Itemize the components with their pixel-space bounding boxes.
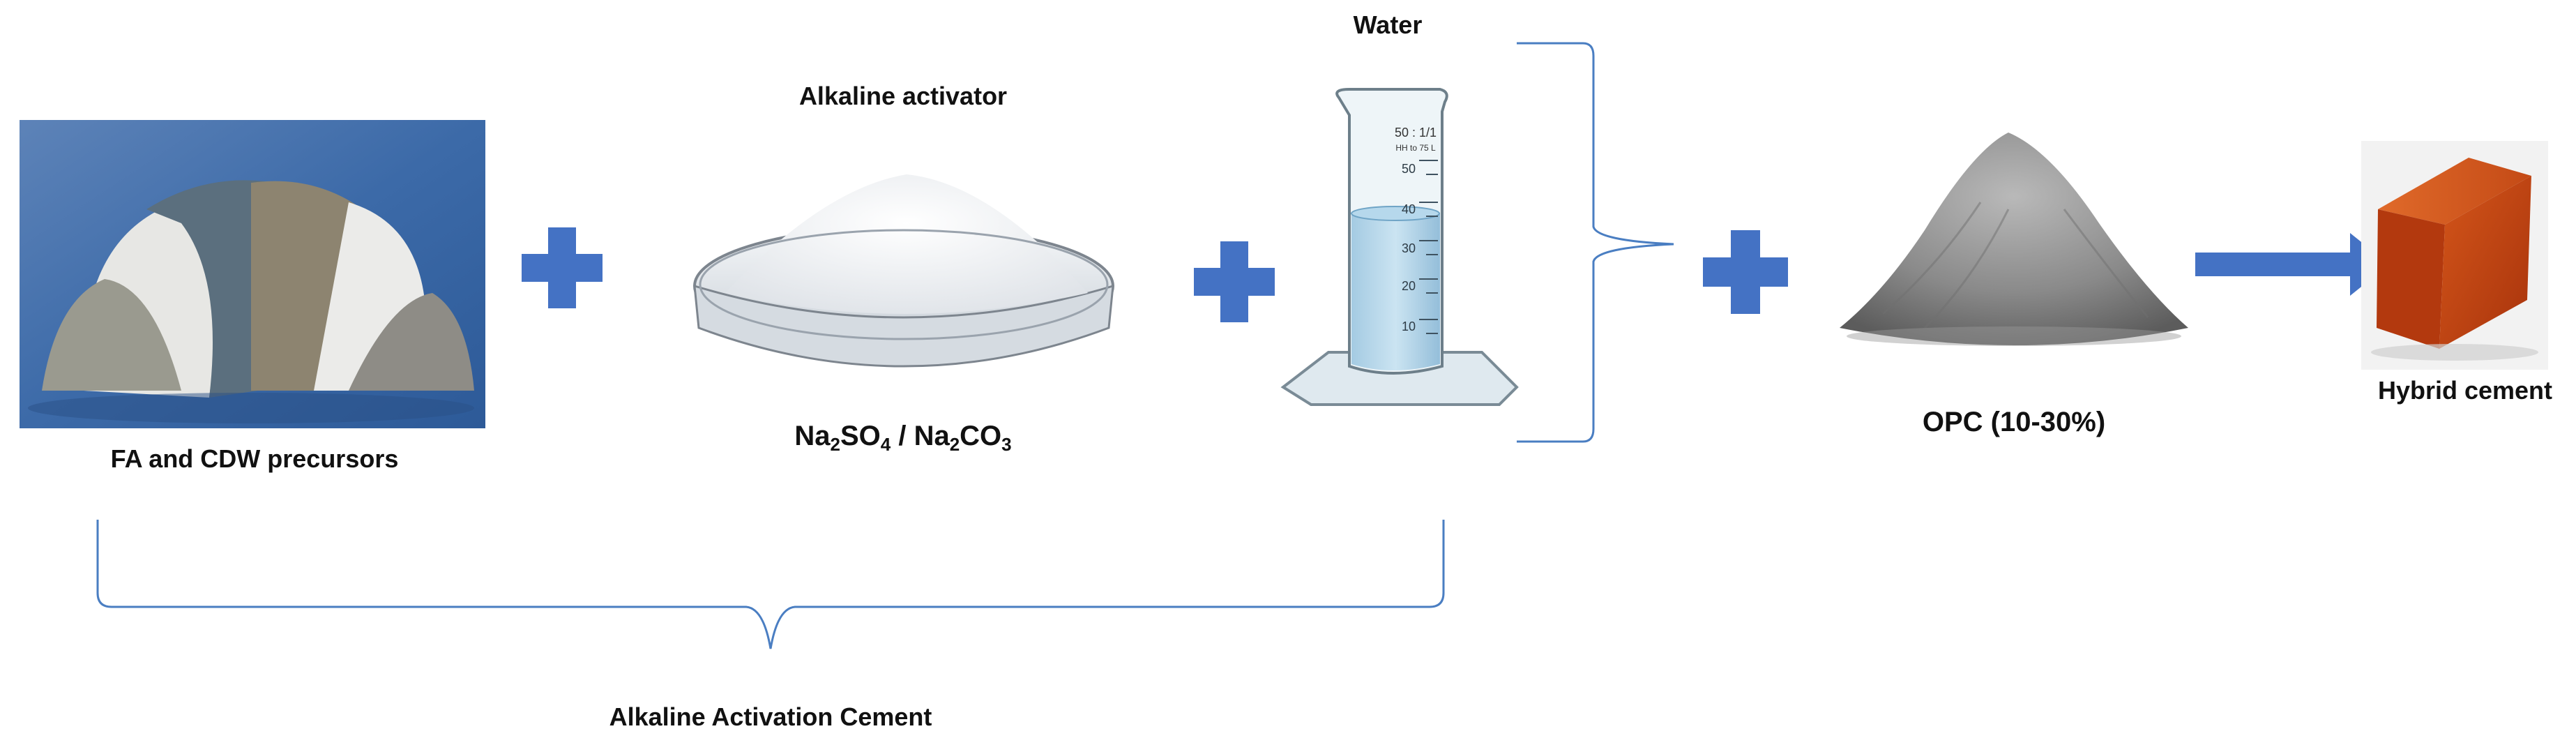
plus-icon [1194, 241, 1275, 322]
hybrid-cement-cube-image [2361, 141, 2548, 370]
opc-label: OPC (10-30%) [1923, 407, 2105, 437]
cylinder-tick: 30 [1402, 241, 1416, 255]
cylinder-tick: 40 [1402, 202, 1416, 216]
cylinder-tick: 50 [1402, 162, 1416, 176]
arrow-right-icon [2195, 233, 2389, 296]
cylinder-tick: 20 [1402, 279, 1416, 293]
hybrid-label: Hybrid cement [2378, 376, 2552, 405]
petri-dish-image [693, 174, 1114, 368]
plus-icon [522, 227, 603, 308]
bottom-brace [96, 520, 1445, 649]
alkaline-activator-label: Alkaline activator [799, 82, 1007, 110]
plus-icon [1703, 230, 1788, 314]
bottom-brace-label: Alkaline Activation Cement [609, 702, 932, 731]
right-brace [1517, 42, 1674, 443]
precursors-label: FA and CDW precursors [111, 444, 399, 473]
cylinder-ratio: 50 : 1/1 [1395, 126, 1437, 140]
cylinder-tick: 10 [1402, 319, 1416, 333]
water-label: Water [1354, 10, 1423, 39]
activator-formula: Na2SO4 / Na2CO3 [794, 421, 1011, 455]
precursors-photo [20, 120, 485, 428]
graduated-cylinder-image: 50 : 1/1 HH to 75 L 50 40 30 20 10 [1280, 88, 1519, 406]
opc-pile-image [1840, 133, 2188, 346]
cylinder-sub: HH to 75 L [1395, 143, 1436, 153]
